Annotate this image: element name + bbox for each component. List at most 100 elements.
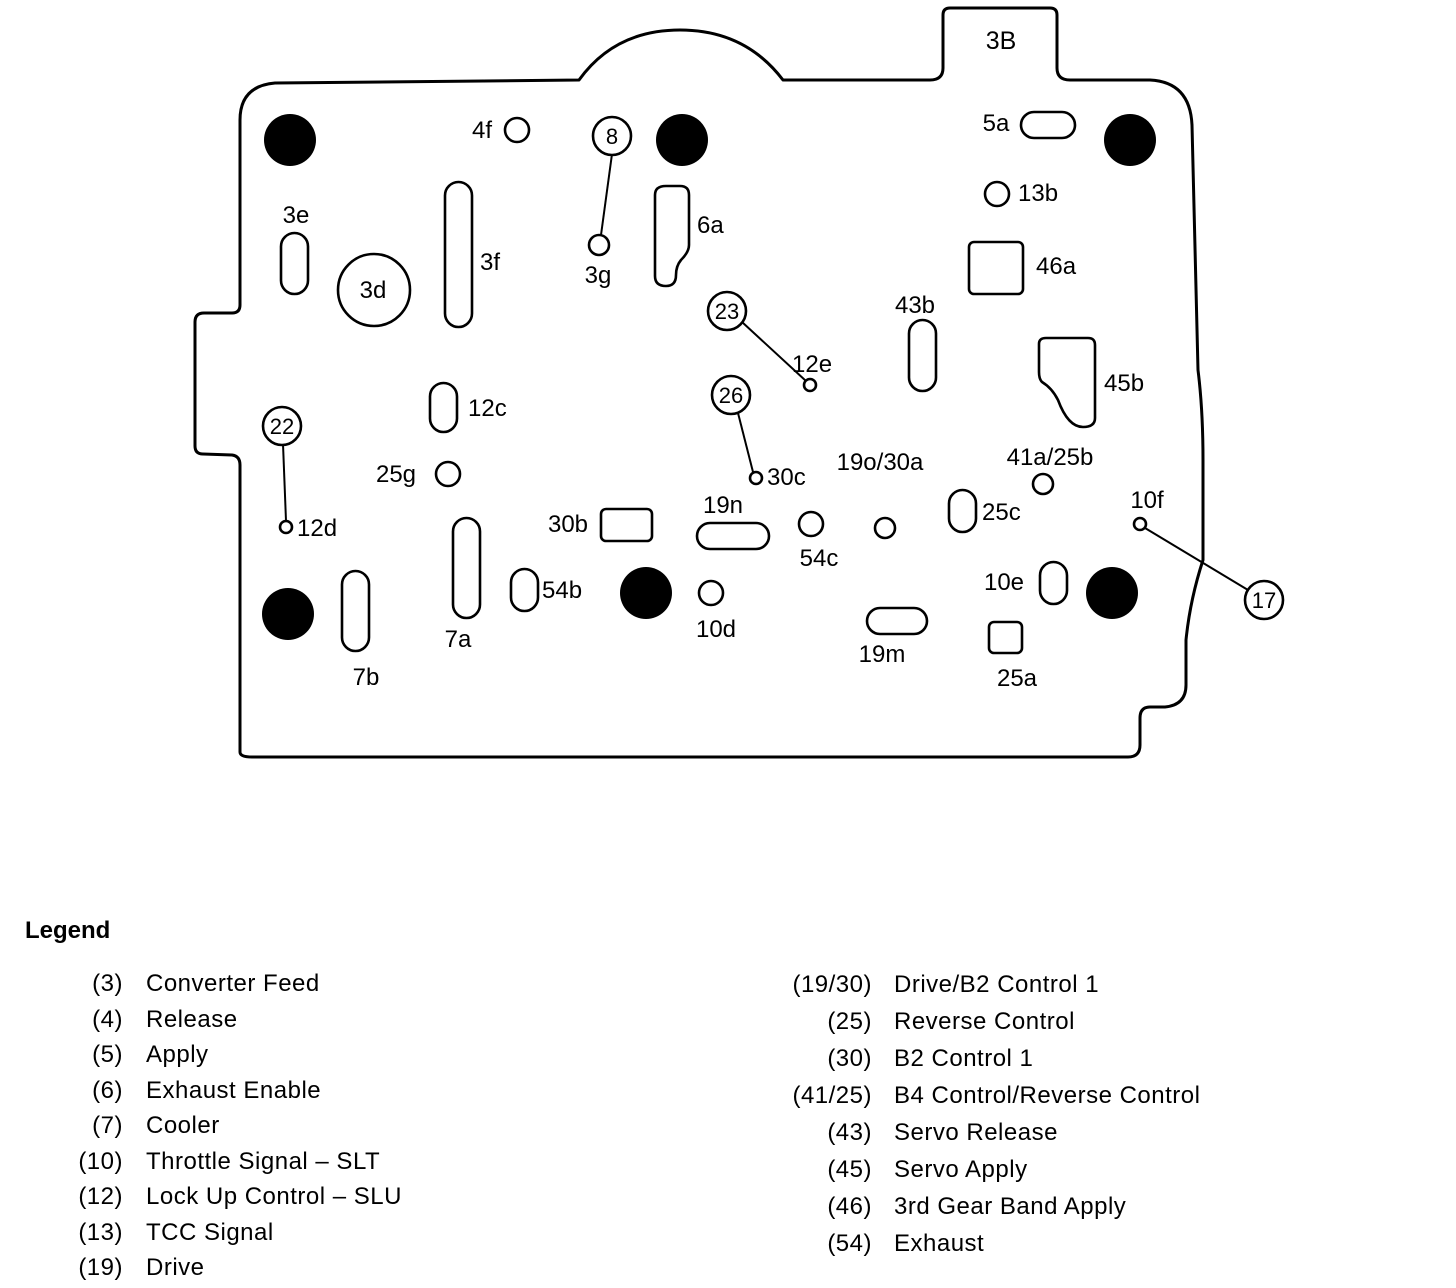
legend-description: TCC Signal	[146, 1218, 274, 1246]
legend-description: Cooler	[146, 1112, 220, 1139]
bolt-hole-bottom-right	[1086, 567, 1138, 619]
legend-code: (10)	[78, 1147, 123, 1175]
port-7b	[340, 569, 371, 653]
port-label-3g: 3g	[585, 262, 612, 289]
legend-code: (41/25)	[792, 1082, 872, 1109]
port-10f	[1132, 516, 1148, 532]
port-25a	[987, 620, 1024, 655]
legend-code: (19/30)	[792, 971, 872, 998]
port-label-3f: 3f	[480, 249, 500, 276]
legend-description: Drive	[146, 1254, 205, 1281]
port-12e	[802, 377, 818, 393]
port-label-19m: 19m	[859, 641, 906, 668]
leader-23	[741, 321, 807, 382]
legend-code: (45)	[827, 1156, 872, 1183]
legend-description: Reverse Control	[894, 1008, 1075, 1035]
port-label-54c: 54c	[800, 545, 839, 572]
legend-description: Apply	[146, 1041, 209, 1068]
legend-code: (46)	[827, 1193, 872, 1220]
port-label-10f: 10f	[1130, 487, 1164, 514]
bolt-hole-top-left	[264, 114, 316, 166]
port-5a	[1019, 110, 1077, 140]
legend-code: (6)	[92, 1076, 123, 1104]
valve-body-plate-diagram: 3B 4f 3e 3d 3f 3g 6a 5a 13b 46a 43b 45b …	[193, 6, 1285, 759]
port-label-12d: 12d	[297, 515, 337, 542]
legend-description: Exhaust	[894, 1230, 985, 1257]
legend-code: (4)	[92, 1005, 123, 1033]
legend-code: (5)	[92, 1041, 123, 1068]
port-label-30c: 30c	[767, 464, 806, 491]
port-10d	[697, 579, 725, 607]
plate-outline	[193, 6, 1205, 759]
port-43b	[907, 318, 938, 393]
port-label-25a: 25a	[997, 665, 1038, 692]
port-label-7a: 7a	[445, 626, 472, 653]
legend-description: 3rd Gear Band Apply	[894, 1193, 1127, 1220]
port-3e	[279, 231, 310, 296]
legend-code: (7)	[92, 1112, 123, 1139]
port-19n	[695, 521, 771, 551]
port-46a	[967, 240, 1025, 296]
legend-code: (3)	[92, 970, 123, 997]
callout-label-26: 26	[719, 383, 743, 408]
port-label-25g: 25g	[376, 461, 416, 488]
port-41a-25b	[1031, 472, 1055, 496]
leader-17	[1144, 527, 1249, 591]
port-3f	[443, 180, 474, 329]
port-54b	[509, 567, 540, 613]
port-label-6a: 6a	[697, 212, 724, 239]
port-19o-30a	[873, 516, 897, 540]
port-label-10d: 10d	[696, 616, 736, 643]
legend-description: Lock Up Control – SLU	[146, 1183, 402, 1210]
port-label-45b: 45b	[1104, 370, 1144, 397]
legend-description: B4 Control/Reverse Control	[894, 1082, 1201, 1109]
port-25c	[947, 488, 978, 534]
bolt-hole-bottom-middle	[620, 567, 672, 619]
legend-title: Legend	[25, 917, 111, 944]
legend-code: (43)	[827, 1119, 872, 1146]
bolt-hole-bottom-left	[262, 588, 314, 640]
port-label-41a-25b: 41a/25b	[1007, 444, 1094, 471]
port-label-54b: 54b	[542, 577, 582, 604]
plate-label: 3B	[986, 27, 1017, 55]
legend-code: (30)	[827, 1045, 872, 1072]
port-label-10e: 10e	[984, 569, 1024, 596]
port-3d	[336, 252, 412, 328]
bolt-hole-top-middle	[656, 114, 708, 166]
callout-label-17: 17	[1252, 588, 1276, 613]
legend-code: (54)	[827, 1230, 872, 1257]
port-label-25c: 25c	[982, 499, 1021, 526]
legend-code: (19)	[78, 1254, 123, 1281]
callout-circle-8	[591, 115, 633, 157]
port-label-46a: 46a	[1036, 253, 1077, 280]
port-30c	[748, 470, 764, 486]
legend-code: (25)	[827, 1008, 872, 1035]
port-45b	[1037, 336, 1097, 429]
port-label-19n: 19n	[703, 492, 743, 519]
legend-description: Release	[146, 1005, 238, 1033]
callout-label-22: 22	[270, 414, 294, 439]
port-label-30b: 30b	[548, 511, 588, 538]
port-label-13b: 13b	[1018, 180, 1058, 207]
leader-26	[737, 412, 754, 473]
port-label-5a: 5a	[983, 110, 1010, 137]
port-label-7b: 7b	[353, 664, 380, 691]
port-label-19o-30a: 19o/30a	[837, 449, 924, 476]
legend-description: Exhaust Enable	[146, 1076, 322, 1104]
legend-description: B2 Control 1	[894, 1045, 1034, 1072]
port-label-3e: 3e	[283, 202, 310, 229]
port-13b	[983, 180, 1011, 208]
port-12d	[278, 519, 294, 535]
port-54c	[797, 510, 825, 538]
bolt-hole-top-right	[1104, 114, 1156, 166]
port-label-3d: 3d	[360, 277, 387, 304]
callout-circle-23	[706, 290, 748, 332]
legend-description: Throttle Signal – SLT	[146, 1147, 381, 1175]
port-7a	[451, 516, 482, 620]
leader-8	[600, 153, 613, 236]
port-30b	[599, 507, 654, 543]
port-6a	[653, 184, 691, 288]
callout-label-23: 23	[715, 299, 739, 324]
port-label-12c: 12c	[468, 395, 507, 422]
callout-circle-26	[710, 374, 752, 416]
